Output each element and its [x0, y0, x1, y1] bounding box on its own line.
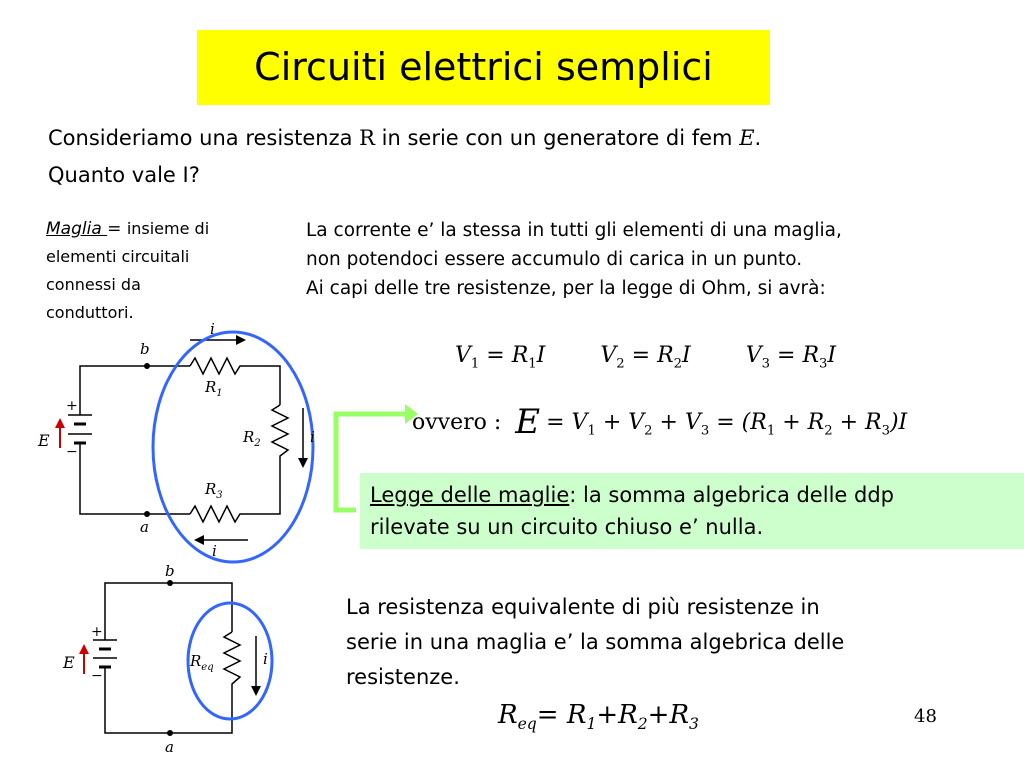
label-plus-1: +: [66, 398, 78, 414]
label2-node-b: b: [165, 562, 175, 580]
resistor-r1: [189, 356, 245, 376]
wire-bottom-right: [245, 462, 281, 515]
label-req: Req: [189, 652, 214, 673]
equivalent-circuit: [93, 582, 242, 734]
node-b-dot: [144, 363, 150, 369]
title-background: [197, 30, 770, 105]
emf-arrowhead: [55, 418, 65, 428]
equivalent-resistance-paragraph: La resistenza equivalente di più resiste…: [346, 590, 976, 695]
label-node-b: b: [140, 340, 150, 358]
mesh-law-title: Legge delle maglie: [370, 483, 570, 507]
maglia-def-end: .: [128, 303, 134, 323]
series-circuit: [68, 356, 290, 524]
current-paragraph-line-2: non potendoci essere accumulo di carica …: [306, 249, 803, 270]
maglia-def-line-2: elementi circuitali: [46, 247, 190, 266]
intro-text-b: in serie con un generatore di fem: [374, 126, 740, 150]
page-number: 48: [914, 706, 937, 727]
connector-arrowhead: [405, 404, 418, 424]
label2-node-a: a: [165, 738, 174, 756]
resistor-r2: [270, 404, 290, 462]
wire2-top: [104, 582, 233, 640]
current-paragraph-line-3: Ai capi delle tre resistenze, per la leg…: [306, 278, 826, 299]
equation-v2: V2 = R2I: [600, 343, 691, 372]
node2-b-dot: [167, 580, 173, 586]
node-a-dot: [144, 511, 150, 517]
current-arrowhead-right: [298, 458, 308, 468]
maglia-term: Maglia: [46, 219, 108, 239]
node2-a-dot: [167, 730, 173, 736]
intro-question: Quanto vale I?: [48, 163, 200, 187]
equivalent-paragraph-line-2: serie in una maglia e’ la somma algebric…: [346, 630, 845, 654]
label-emf-1: E: [37, 431, 50, 450]
label-node-a: a: [140, 518, 149, 536]
label-minus-2: −: [91, 668, 103, 684]
current-arrowhead-top: [236, 335, 246, 345]
label-r3: R3: [204, 480, 223, 501]
intro-line-1: Consideriamo una resistenza R in serie c…: [48, 120, 761, 157]
current-arrowhead-bottom: [194, 535, 204, 545]
label-minus-1: −: [66, 444, 78, 460]
highlight-ellipse-1: [151, 330, 315, 564]
wire-bottom-left: [79, 452, 147, 515]
mesh-law-line-2: rilevate su un circuito chiuso e’ nulla.: [370, 515, 764, 539]
sum-prefix: ovvero :: [412, 410, 502, 435]
current2-arrowhead: [251, 686, 261, 696]
ohm-equations: V1 = R1I V2 = R2I V3 = R3I: [455, 343, 884, 371]
label-plus-2: +: [91, 624, 103, 640]
mesh-law-text-1: : la somma algebrica delle ddp: [569, 483, 894, 507]
intro-text-c: .: [754, 126, 762, 150]
equivalent-paragraph-line-1: La resistenza equivalente di più resiste…: [346, 595, 820, 619]
label-emf-2: E: [62, 653, 75, 672]
equivalent-resistance-formula: Req= R1+R2+R3: [498, 700, 699, 734]
wire-top-right: [245, 365, 281, 405]
intro-text-a: Consideriamo una resistenza: [48, 126, 360, 150]
maglia-def-line-3: connessi da: [46, 275, 141, 294]
intro-text: Consideriamo una resistenza R in serie c…: [48, 120, 761, 194]
maglia-definition: Maglia = insieme di elementi circuitali …: [46, 215, 276, 327]
intro-symbol-r: R: [359, 126, 375, 150]
resistor-r3: [189, 504, 245, 524]
connector-arrow: [333, 404, 418, 513]
label-current-top: i: [210, 320, 215, 338]
label-r1: R1: [204, 378, 223, 399]
maglia-equals: =: [107, 219, 127, 239]
current-paragraph: La corrente e’ la stessa in tutti gli el…: [306, 216, 1006, 303]
label-current-right: i: [310, 428, 315, 446]
highlight-ellipse-2: [186, 601, 274, 721]
intro-symbol-emf: E: [739, 126, 755, 150]
equation-v1: V1 = R1I: [455, 343, 546, 372]
current-paragraph-line-1: La corrente e’ la stessa in tutti gli el…: [306, 220, 842, 241]
mesh-law: Legge delle maglie: la somma algebrica d…: [370, 479, 1020, 543]
wire2-bottom: [104, 670, 233, 734]
mesh-sum-equation: ovvero :E= V1 + V2 + V3 = (R1 + R2 + R3)…: [412, 402, 908, 442]
connector-line: [333, 411, 405, 513]
sum-emf-symbol: E: [515, 402, 541, 442]
label-current-2: i: [263, 650, 268, 668]
emf2-arrowhead: [79, 644, 89, 654]
equivalent-paragraph-line-3: resistenze.: [346, 665, 460, 689]
label-current-bottom: i: [212, 542, 217, 560]
label-r2: R2: [242, 428, 261, 449]
wire-top-left: [79, 365, 147, 415]
law-background: [360, 473, 1024, 549]
maglia-def-line-1: insieme di: [126, 219, 210, 238]
equation-v3: V3 = R3I: [745, 343, 837, 372]
mesh-law-line-1: Legge delle maglie: la somma algebrica d…: [370, 479, 1020, 511]
resistor-req: [222, 631, 242, 690]
slide-title: Circuiti elettrici semplici: [254, 45, 713, 89]
maglia-def-line-4: conduttori: [46, 303, 129, 322]
